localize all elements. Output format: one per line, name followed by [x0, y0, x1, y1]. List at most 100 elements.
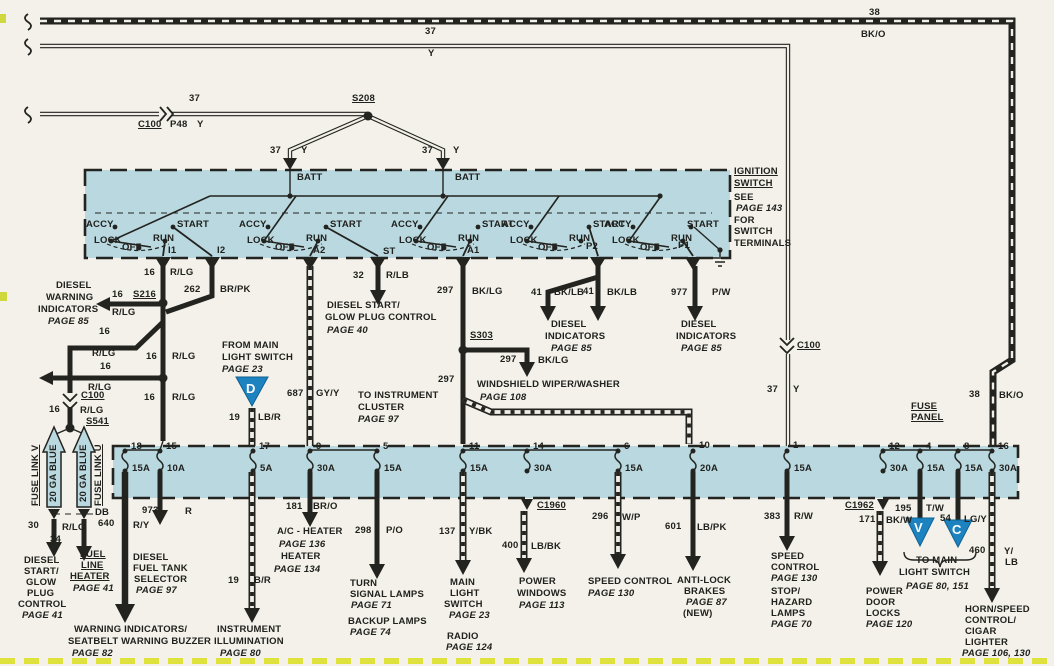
wire-37-batt-left	[287, 113, 369, 166]
label-diesel: DIESEL	[681, 319, 717, 330]
fuse-panel-body	[111, 444, 1020, 500]
label-diesel: DIESEL	[133, 552, 169, 563]
label-bk-o: BK/O	[861, 29, 886, 40]
label-bk-o: BK/O	[999, 390, 1024, 401]
label-run: RUN	[153, 233, 175, 244]
label-page-85: PAGE 85	[48, 316, 89, 327]
label-6: 6	[624, 441, 630, 452]
brace	[903, 551, 977, 568]
label-lock: LOCK	[247, 235, 275, 246]
label-11: 11	[469, 441, 480, 452]
label-bk-lb: BK/LB	[607, 287, 638, 298]
label-run: RUN	[569, 233, 591, 244]
label-fuel: FUEL	[80, 549, 106, 560]
wire-16-to-c100	[67, 320, 165, 393]
label-37: 37	[189, 93, 200, 104]
label-start: START	[177, 219, 209, 230]
label-y: Y	[428, 48, 435, 59]
ignition-switch-note-3: FOR	[734, 215, 755, 226]
label-16: 16	[112, 289, 123, 300]
connector-c1960	[521, 499, 533, 510]
label-r-y: R/Y	[133, 520, 150, 531]
label-c1960: C1960	[537, 500, 566, 511]
label-cigar: CIGAR	[965, 626, 997, 637]
label-y: Y	[197, 119, 204, 130]
label-page-70: PAGE 70	[771, 619, 812, 630]
label-y: Y	[301, 145, 308, 156]
label-t-w: T/W	[926, 503, 945, 514]
label-page-124: PAGE 124	[446, 642, 493, 653]
label-seatbelt-warning-buzzer: SEATBELT WARNING BUZZER	[68, 636, 212, 647]
label-page-130: PAGE 130	[588, 588, 635, 599]
ignition-switch-note-5: TERMINALS	[734, 238, 792, 249]
label-601: 601	[665, 521, 682, 532]
label-hazard: HAZARD	[771, 597, 813, 608]
wire-break-symbols	[24, 13, 32, 124]
label-lighter: LIGHTER	[965, 637, 1009, 648]
label-16: 16	[99, 326, 110, 337]
label-page-134: PAGE 134	[274, 564, 321, 575]
label-gy-y: GY/Y	[316, 388, 340, 399]
label-windows: WINDOWS	[517, 588, 567, 599]
label-r: R	[185, 506, 193, 517]
label-page-120: PAGE 120	[866, 619, 913, 630]
connector-c100-symbol	[159, 106, 175, 122]
label-19: 19	[228, 575, 239, 586]
switch-wafer-2	[259, 195, 379, 257]
mid-branch-wires	[235, 266, 795, 446]
label-30a: 30A	[890, 463, 909, 474]
connector-c100-right-symbol	[779, 337, 795, 355]
label-page-85: PAGE 85	[551, 343, 592, 354]
label-16: 16	[49, 404, 60, 415]
label-195: 195	[895, 503, 912, 514]
label-34: 34	[50, 534, 61, 545]
ignition-switch-body	[83, 168, 732, 260]
switch-wafer-1	[106, 195, 213, 257]
label-stop: STOP/	[771, 586, 801, 597]
label-16: 16	[144, 267, 155, 278]
label-signal-lamps: SIGNAL LAMPS	[350, 589, 425, 600]
wire-37-batt-right	[367, 113, 446, 166]
label-page-106-130: PAGE 106, 130	[962, 648, 1031, 659]
label-383: 383	[764, 511, 781, 522]
label-page-80-151: PAGE 80, 151	[906, 581, 969, 592]
label-p-o: P/O	[386, 525, 403, 536]
label-start: START/	[24, 566, 59, 577]
label-s541: S541	[86, 416, 109, 427]
label-r-lg: R/LG	[172, 351, 196, 362]
label-door: DOOR	[866, 597, 896, 608]
label-r-lg: R/LG	[112, 307, 136, 318]
label-bk-lg: BK/LG	[472, 286, 503, 297]
splice-s216	[158, 298, 168, 308]
label-indicators: INDICATORS	[545, 331, 606, 342]
label-diesel-start: DIESEL START/	[327, 300, 400, 311]
label-warning-indicators: WARNING INDICATORS/	[74, 624, 188, 635]
label-687: 687	[287, 388, 304, 399]
label-297: 297	[500, 354, 517, 365]
label-r-lg: R/LG	[62, 522, 86, 533]
label-20a: 20A	[700, 463, 719, 474]
label-16: 16	[146, 351, 157, 362]
label-14: 14	[533, 441, 544, 452]
label-c100: C100	[138, 119, 162, 130]
label-37: 37	[767, 384, 778, 395]
label-glow: GLOW	[26, 577, 57, 588]
label-9: 9	[316, 441, 322, 452]
label-start: START	[330, 219, 362, 230]
ignition-switch-note-4: SWITCH	[734, 226, 773, 237]
label-5a: 5A	[260, 463, 273, 474]
label-accy: ACCY	[604, 219, 632, 230]
label-15a: 15A	[927, 463, 946, 474]
label-page-108: PAGE 108	[480, 392, 527, 403]
label-15a: 15A	[625, 463, 644, 474]
label-start: START	[482, 219, 514, 230]
label-brakes: BRAKES	[684, 586, 726, 597]
label-bk-lb: BK/LB	[554, 287, 585, 298]
label-accy: ACCY	[239, 219, 267, 230]
label-y: Y	[793, 384, 800, 395]
label-r-lg: R/LG	[88, 382, 112, 393]
label-lb-pk: LB/PK	[697, 522, 727, 533]
label-41: 41	[531, 287, 542, 298]
label-296: 296	[592, 511, 609, 522]
